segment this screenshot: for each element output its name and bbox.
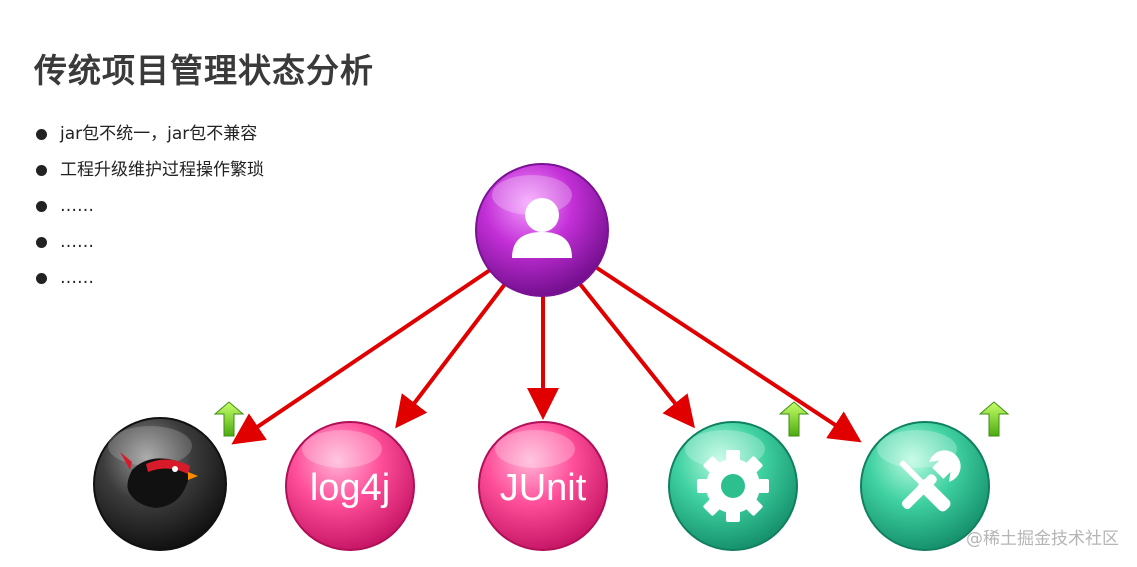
arrow-to-settings: [578, 282, 695, 429]
bullet-text: ……: [60, 268, 94, 288]
page-title: 传统项目管理状态分析: [34, 51, 374, 90]
bullet-text: ……: [60, 232, 94, 252]
bullet-dot: [36, 165, 47, 176]
arrow-to-log4j: [395, 282, 507, 429]
bullet-item: ……: [34, 260, 264, 296]
bullet-item: 工程升级维护过程操作繁琐: [34, 152, 264, 188]
bullet-dot: [36, 237, 47, 248]
log4j-label: log4j: [310, 467, 390, 509]
bullet-text: jar包不统一，jar包不兼容: [60, 124, 258, 144]
watermark: @稀土掘金技术社区: [966, 529, 1119, 549]
upgrade-arrow-icon: [978, 401, 1010, 437]
junit-label: JUnit: [500, 467, 587, 509]
bullet-dot: [36, 129, 47, 140]
ninja-bird-node: [93, 417, 227, 551]
upgrade-arrow-icon: [778, 401, 810, 437]
bullet-dot: [36, 201, 47, 212]
bullet-text: 工程升级维护过程操作繁琐: [60, 160, 264, 180]
log4j-node: log4j: [285, 421, 415, 551]
bullet-list: jar包不统一，jar包不兼容 工程升级维护过程操作繁琐 …… …… ……: [34, 116, 264, 296]
bullet-dot: [36, 273, 47, 284]
gear-icon: [697, 450, 769, 522]
arrow-to-ninja-bird: [231, 268, 492, 445]
settings-node: [668, 421, 798, 551]
tools-node: [860, 421, 990, 551]
arrow-to-tools: [595, 266, 862, 443]
user-node: [475, 163, 609, 297]
bullet-item: jar包不统一，jar包不兼容: [34, 116, 264, 152]
upgrade-arrow-icon: [213, 401, 245, 437]
user-icon: [512, 198, 572, 258]
junit-node: JUnit: [478, 421, 608, 551]
bullet-text: ……: [60, 196, 94, 216]
bullet-item: ……: [34, 224, 264, 260]
wrench-screwdriver-icon: [899, 450, 961, 512]
ninja-bird-icon: [120, 452, 198, 508]
bullet-item: ……: [34, 188, 264, 224]
